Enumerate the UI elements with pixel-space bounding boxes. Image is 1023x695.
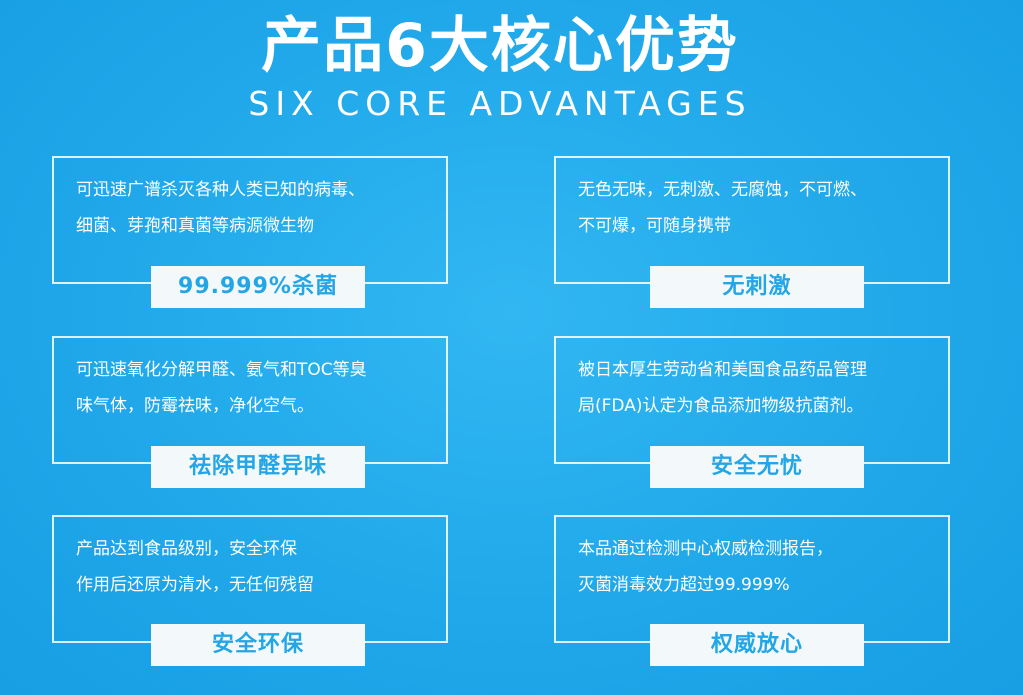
advantage-badge-label: 权威放心 <box>710 632 803 657</box>
advantage-badge-label: 安全环保 <box>211 632 304 657</box>
advantage-description: 被日本厚生劳动省和美国食品药品管理 局(FDA)认定为食品添加物级抗菌剂。 <box>578 360 867 416</box>
header: 产品6大核心优势 SIX CORE ADVANTAGES <box>0 0 1023 130</box>
advantage-description: 可迅速氧化分解甲醛、氨气和TOC等臭 味气体，防霉祛味，净化空气。 <box>76 360 367 416</box>
advantage-badge-4: 安全无忧 <box>650 446 864 488</box>
advantage-badge-label: 安全无忧 <box>710 454 803 479</box>
advantage-badge-3: 祛除甲醛异味 <box>151 446 365 488</box>
advantage-badge-label: 99.999%杀菌 <box>178 274 338 299</box>
advantage-description: 无色无味，无刺激、无腐蚀，不可燃、 不可爆，可随身携带 <box>578 180 867 236</box>
advantage-description: 产品达到食品级别，安全环保 作用后还原为清水，无任何残留 <box>76 539 314 595</box>
advantage-card-3: 可迅速氧化分解甲醛、氨气和TOC等臭 味气体，防霉祛味，净化空气。 <box>52 336 448 464</box>
advantage-card-4: 被日本厚生劳动省和美国食品药品管理 局(FDA)认定为食品添加物级抗菌剂。 <box>554 336 950 464</box>
advantage-description: 可迅速广谱杀灭各种人类已知的病毒、 细菌、芽孢和真菌等病源微生物 <box>76 180 365 236</box>
advantage-badge-6: 权威放心 <box>650 624 864 666</box>
advantage-card-2: 无色无味，无刺激、无腐蚀，不可燃、 不可爆，可随身携带 <box>554 156 950 284</box>
advantage-badge-5: 安全环保 <box>151 624 365 666</box>
advantage-description: 本品通过检测中心权威检测报告， 灭菌消毒效力超过99.999% <box>578 539 833 595</box>
page-title: 产品6大核心优势 <box>261 11 739 81</box>
advantage-card-1: 可迅速广谱杀灭各种人类已知的病毒、 细菌、芽孢和真菌等病源微生物 <box>52 156 448 284</box>
advantage-badge-2: 无刺激 <box>650 266 864 308</box>
advantage-badge-label: 无刺激 <box>722 274 792 299</box>
advantage-badge-1: 99.999%杀菌 <box>151 266 365 308</box>
advantage-badge-label: 祛除甲醛异味 <box>188 454 327 479</box>
page-subtitle: SIX CORE ADVANTAGES <box>248 84 752 123</box>
